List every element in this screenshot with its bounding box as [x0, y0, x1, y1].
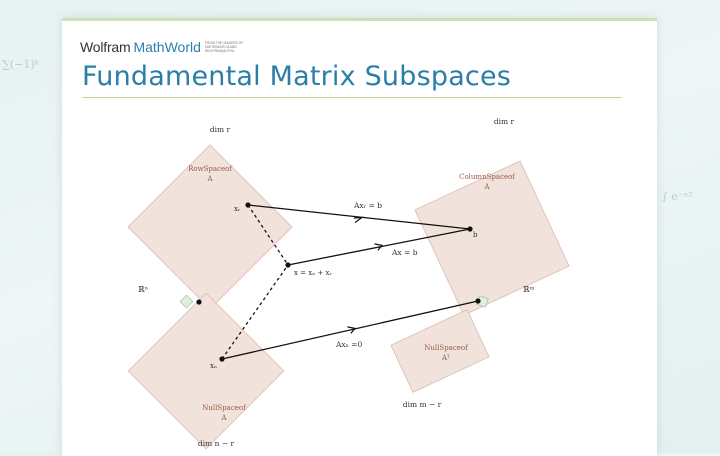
domain-right-angle-marker — [179, 294, 194, 309]
point-x-label: x = xₙ + xᵣ — [294, 269, 333, 277]
background-math-left: ∑(−1)ᵏ — [2, 58, 39, 71]
point-b — [467, 226, 473, 232]
background-math-right: ∫ e⁻ˣ² — [662, 190, 693, 203]
row-space-dim: dim r — [210, 125, 231, 134]
content-card: Wolfram MathWorld FROM THE MAKERS OF MAT… — [62, 18, 657, 456]
row-space-box — [127, 144, 293, 310]
null-space-label: NullSpaceof — [202, 404, 247, 412]
column-space-box — [414, 160, 570, 316]
logo-mathworld: MathWorld — [133, 39, 201, 55]
xn-to-x-dashed — [221, 264, 289, 360]
page-title: Fundamental Matrix Subspaces — [82, 61, 512, 92]
subspace-diagram: RowSpaceof A NullSpaceof A ColumnSpaceof… — [127, 117, 570, 450]
axn-equation: Axₙ =0 — [335, 340, 363, 349]
codomain-space-label: ℝᵐ — [523, 285, 535, 294]
origin-codomain — [475, 298, 481, 304]
point-b-label: b — [473, 231, 478, 239]
left-null-space-label: NullSpaceof — [424, 344, 469, 352]
point-xr — [245, 202, 251, 208]
ax-arrow-line — [287, 228, 471, 266]
xr-to-x-dashed — [247, 204, 289, 266]
left-null-space-dim: dim m − r — [403, 400, 442, 409]
left-null-space-box — [390, 309, 490, 393]
point-x — [285, 262, 291, 268]
logo-tagline: FROM THE MAKERS OF MATHEMATICA AND WOLFR… — [204, 41, 244, 53]
axr-equation: Axᵣ = b — [353, 201, 382, 210]
null-space-box — [127, 292, 285, 450]
point-xn-label: xₙ — [210, 362, 217, 370]
row-space-matrix: A — [206, 175, 213, 183]
null-space-matrix: A — [220, 414, 227, 422]
row-space-label: RowSpaceof — [188, 165, 233, 173]
column-space-dim: dim r — [494, 117, 515, 126]
left-null-space-matrix: Aᵀ — [441, 354, 450, 362]
mathworld-logo[interactable]: Wolfram MathWorld FROM THE MAKERS OF MAT… — [80, 39, 267, 55]
ax-arrowhead — [374, 243, 384, 251]
axr-arrowhead — [353, 216, 365, 223]
axn-arrow-line — [221, 300, 479, 360]
title-divider — [82, 97, 622, 98]
column-space-label: ColumnSpaceof — [459, 173, 516, 181]
logo-wolfram: Wolfram — [80, 39, 131, 55]
axn-arrowhead — [347, 326, 357, 334]
point-xr-label: xᵣ — [234, 205, 241, 213]
axr-arrow-line — [247, 204, 471, 230]
origin-domain — [196, 299, 202, 305]
column-space-matrix: A — [483, 183, 490, 191]
ax-equation: Ax = b — [391, 248, 418, 257]
null-space-dim: dim n − r — [198, 439, 235, 448]
domain-space-label: ℝⁿ — [138, 285, 149, 294]
point-xn — [219, 356, 225, 362]
